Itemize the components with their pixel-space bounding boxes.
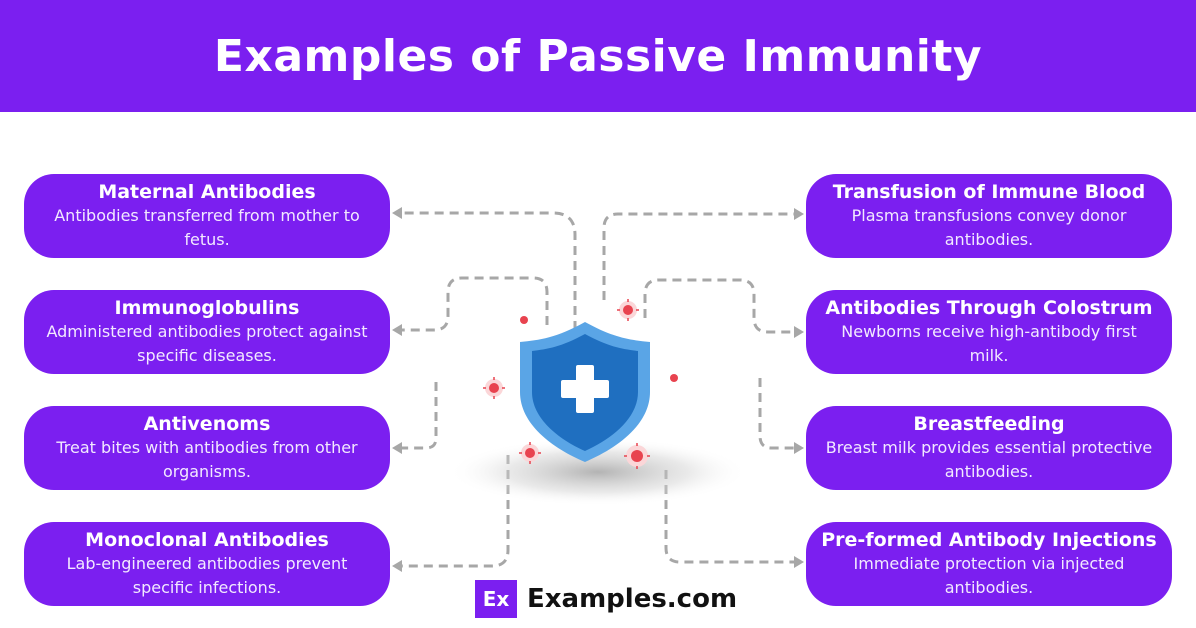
connector-left-1 [398,211,577,330]
germ-icon-1 [617,299,639,321]
connector-right-3 [758,378,798,450]
card-description: Immediate protection via injected antibo… [853,554,1125,597]
card-description: Newborns receive high-antibody first mil… [841,322,1137,365]
card-antibodies-colostrum: Antibodies Through Colostrum Newborns re… [806,290,1172,374]
germ-icon-6 [624,443,650,469]
card-monoclonal-antibodies: Monoclonal Antibodies Lab-engineered ant… [24,522,390,606]
card-description: Lab-engineered antibodies prevent specif… [66,554,348,597]
card-transfusion-immune-blood: Transfusion of Immune Blood Plasma trans… [806,174,1172,258]
card-description: Treat bites with antibodies from other o… [56,438,358,481]
card-title: Breastfeeding [913,413,1065,435]
germ-icon-2 [520,316,528,324]
connector-arrowheads [392,207,804,572]
card-title: Pre-formed Antibody Injections [821,529,1157,551]
card-description: Plasma transfusions convey donor antibod… [851,206,1127,249]
germ-icon-4 [670,374,678,382]
connector-left-2 [398,276,549,332]
card-description: Administered antibodies protect against … [46,322,368,365]
card-title: Maternal Antibodies [98,181,316,203]
connector-left-4 [398,455,510,568]
card-title: Antivenoms [143,413,271,435]
card-title: Monoclonal Antibodies [85,529,329,551]
card-immunoglobulins: Immunoglobulins Administered antibodies … [24,290,390,374]
card-antivenoms: Antivenoms Treat bites with antibodies f… [24,406,390,490]
card-breastfeeding: Breastfeeding Breast milk provides essen… [806,406,1172,490]
card-preformed-antibody-injections: Pre-formed Antibody Injections Immediate… [806,522,1172,606]
card-description: Antibodies transferred from mother to fe… [54,206,360,249]
germ-icon-3 [483,377,505,399]
card-title: Transfusion of Immune Blood [832,181,1146,203]
germ-icon-5 [519,442,541,464]
page-title: Examples of Passive Immunity [213,30,983,82]
connector-right-1 [602,212,798,300]
card-title: Antibodies Through Colostrum [825,297,1153,319]
title-banner: Examples of Passive Immunity [0,0,1196,112]
logo-mark: Ex [475,580,517,618]
shield-plus-icon [520,322,650,462]
connector-left-3 [398,382,438,450]
examples-logo: Ex Examples.com [475,580,737,618]
connector-right-4 [664,470,798,564]
card-maternal-antibodies: Maternal Antibodies Antibodies transferr… [24,174,390,258]
logo-name: Examples.com [527,584,738,614]
card-title: Immunoglobulins [114,297,300,319]
connector-right-2 [643,278,798,334]
card-description: Breast milk provides essential protectiv… [825,438,1153,481]
